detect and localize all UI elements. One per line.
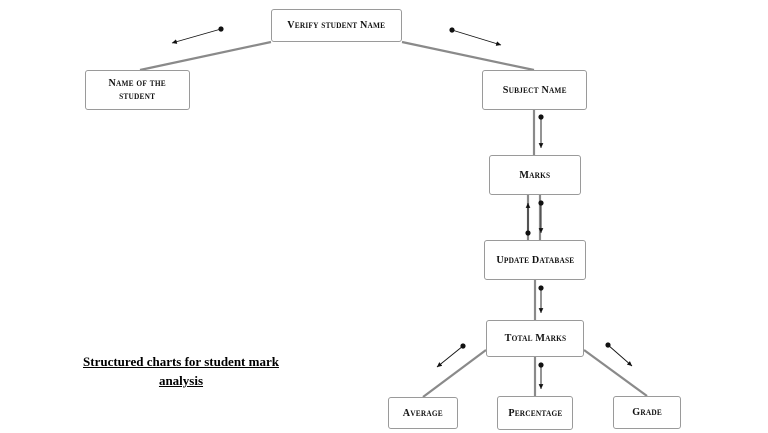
edge-verify-to-subject — [401, 40, 535, 72]
node-average[interactable]: Average — [388, 397, 458, 429]
node-label: Update Database — [496, 253, 574, 266]
node-verify-student-name[interactable]: Verify student Name — [271, 9, 402, 42]
node-grade[interactable]: Grade — [613, 396, 681, 429]
node-name-of-the-student[interactable]: Name of the student — [85, 70, 190, 110]
node-label: Percentage — [507, 406, 563, 419]
node-label: Subject Name — [502, 83, 567, 96]
caption-line-1: Structured charts for student mark — [83, 354, 279, 369]
node-label: Total Marks — [504, 332, 566, 344]
node-update-database[interactable]: Update Database — [484, 240, 586, 280]
edge-verify-to-name — [139, 40, 272, 72]
annotation-origin-dots — [218, 26, 611, 368]
edge-total-to-grade — [583, 349, 648, 397]
annotation-total-to-average — [436, 345, 464, 368]
diagram-caption: Structured charts for student mark analy… — [55, 352, 307, 390]
caption-line-2: analysis — [158, 373, 204, 388]
node-total-marks[interactable]: Total Marks — [486, 320, 584, 357]
node-label: Verify student Name — [287, 19, 386, 31]
node-label: Average — [402, 406, 444, 419]
annotation-verify-to-subject — [451, 29, 502, 46]
node-label: Grade — [632, 406, 662, 418]
node-label: Name of the student — [108, 77, 167, 102]
node-percentage[interactable]: Percentage — [497, 396, 573, 430]
annotation-verify-to-name — [171, 28, 222, 44]
node-subject-name[interactable]: Subject Name — [482, 70, 587, 110]
node-marks[interactable]: Marks — [489, 155, 581, 195]
annotation-total-to-grade — [607, 344, 633, 367]
edge-total-to-average — [422, 349, 487, 398]
node-label: Marks — [519, 168, 551, 181]
